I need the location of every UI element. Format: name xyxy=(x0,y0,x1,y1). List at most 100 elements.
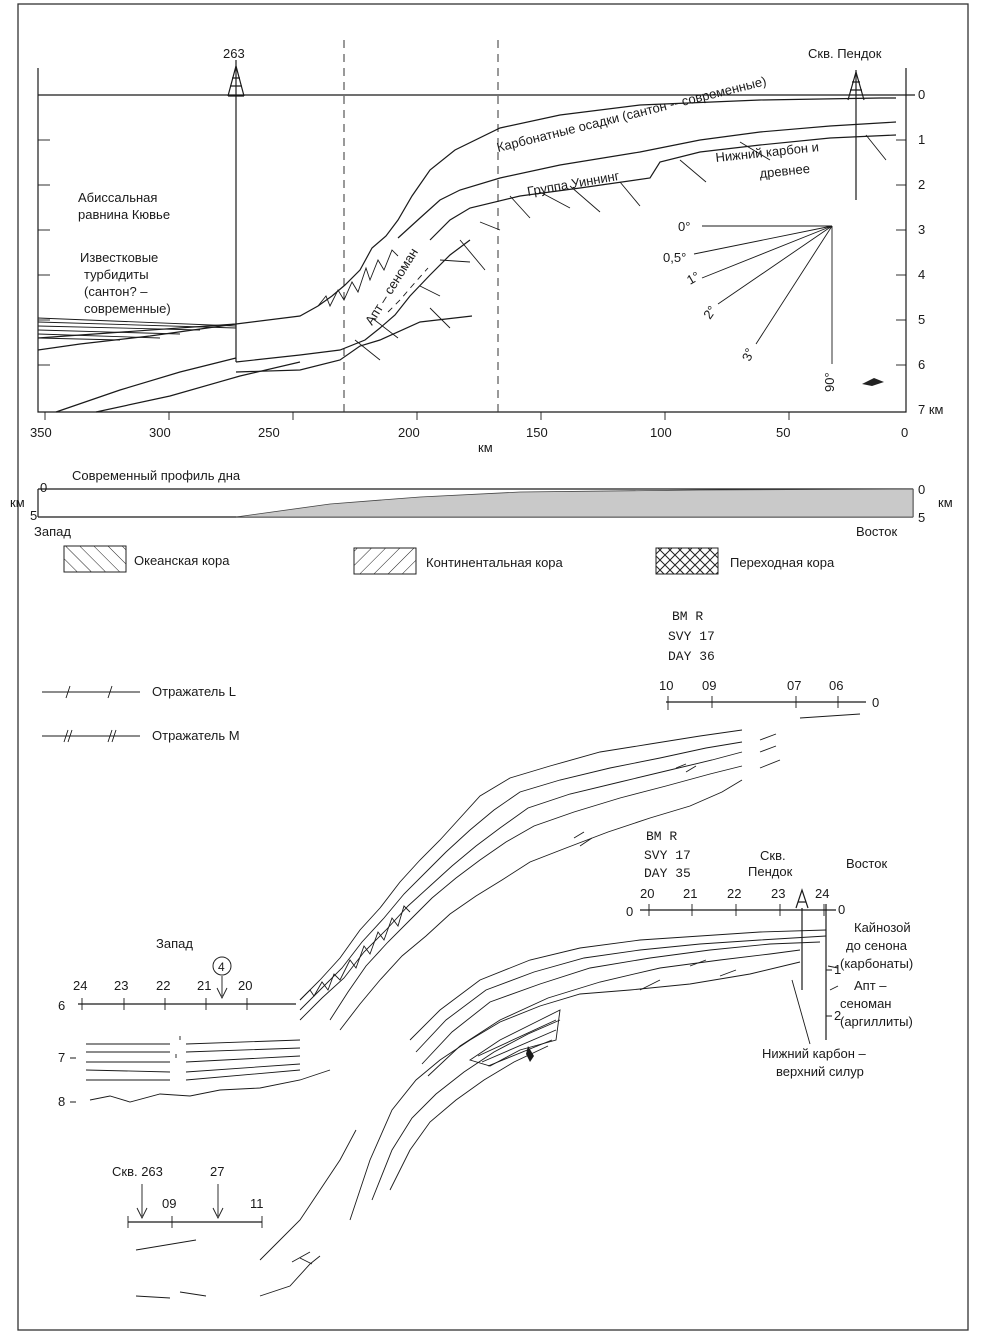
mid-tick: 23 xyxy=(771,886,785,901)
right-scale-label: 1 xyxy=(834,962,841,977)
mid-zero-left: 0 xyxy=(626,904,633,919)
crust-legend: Океанская кора Континентальная кора Пере… xyxy=(63,545,835,575)
legend-transitional: Переходная кора xyxy=(730,555,835,570)
upper-slope-reflectors xyxy=(299,713,861,1031)
bottom-tick: 11 xyxy=(250,1196,264,1211)
seafloor-right-top: 0 xyxy=(918,482,925,497)
reflector-legend: Отражатель L Отражатель M xyxy=(42,684,240,743)
seismic-west: Запад xyxy=(156,936,193,951)
seafloor-west: Запад xyxy=(34,524,71,539)
survey-36-tick: 10 xyxy=(659,678,673,693)
dip-label: 0,5° xyxy=(663,250,686,265)
depth-tick-label: 0 xyxy=(918,87,925,102)
mid-tick: 24 xyxy=(815,886,829,901)
transitional-crust-swatch xyxy=(655,547,719,575)
seafloor-right-unit: км xyxy=(938,495,953,510)
depth-tick-label: 7 км xyxy=(918,402,944,417)
left-reflectors xyxy=(85,1036,331,1103)
right-depth-ticks xyxy=(896,139,906,366)
label-turb-2: турбидиты xyxy=(84,267,149,282)
stratigraphy-lines xyxy=(37,97,897,413)
label-apt-1: Апт – xyxy=(854,978,887,993)
site-4-marker xyxy=(212,956,232,976)
bottom-well: Скв. 263 xyxy=(112,1164,163,1179)
left-tick: 24 xyxy=(73,978,87,993)
well-263-label: 263 xyxy=(223,46,245,61)
seafloor-shelf-fill xyxy=(235,488,914,518)
survey-36-line1: BM R xyxy=(672,609,703,624)
legend-continental: Континентальная кора xyxy=(426,555,564,570)
survey-35-line3: DAY 35 xyxy=(644,866,691,881)
bottom-reflectors xyxy=(135,1239,321,1299)
dip-angle-fan xyxy=(693,225,833,364)
legend-reflector-m: Отражатель M xyxy=(152,728,240,743)
dip-label: 3° xyxy=(739,346,758,363)
continental-crust-swatch xyxy=(353,547,417,575)
label-turb-3: (сантон? – xyxy=(84,284,148,299)
label-plain-1: Абиссальная xyxy=(78,190,157,205)
seafloor-right-bottom: 5 xyxy=(918,510,925,525)
bottom-tick: 09 xyxy=(162,1196,176,1211)
site-4-label: 4 xyxy=(218,960,225,974)
mid-well-1: Скв. xyxy=(760,848,786,863)
legend-oceanic: Океанская кора xyxy=(134,553,230,568)
oceanic-crust-swatch xyxy=(63,545,127,573)
survey-36-tick: 09 xyxy=(702,678,716,693)
survey-36-zero: 0 xyxy=(872,695,879,710)
bottom-tick: 27 xyxy=(210,1164,224,1179)
label-apt-3: (аргиллиты) xyxy=(840,1014,913,1029)
dip-label: 1° xyxy=(684,268,702,287)
depth-tick-label: 3 xyxy=(918,222,925,237)
left-tick: 22 xyxy=(156,978,170,993)
label-cenozoic-3: (карбонаты) xyxy=(840,956,913,971)
label-cenozoic-1: Кайнозой xyxy=(854,920,911,935)
label-lower-1: Нижний карбон – xyxy=(762,1046,867,1061)
well-pendock-label: Скв. Пендок xyxy=(808,46,882,61)
mid-tick: 20 xyxy=(640,886,654,901)
x-tick-label: 200 xyxy=(398,425,420,440)
left-tick: 21 xyxy=(197,978,211,993)
seafloor-left-unit: км xyxy=(10,495,25,510)
dip-label: 2° xyxy=(700,303,719,322)
x-tick-label: 350 xyxy=(30,425,52,440)
pendock-well-icon xyxy=(795,888,809,990)
seafloor-left-top: 0 xyxy=(40,480,47,495)
mid-well-2: Пендок xyxy=(748,864,793,879)
x-tick-label: 150 xyxy=(526,425,548,440)
seafloor-title: Современный профиль дна xyxy=(72,468,241,483)
middle-reflectors xyxy=(259,929,827,1261)
dip-label: 90° xyxy=(822,372,837,392)
x-tick-label: 100 xyxy=(650,425,672,440)
x-axis-ticks xyxy=(44,412,790,420)
mid-tick: 22 xyxy=(727,886,741,901)
survey-36-tick: 06 xyxy=(829,678,843,693)
left-tick: 20 xyxy=(238,978,252,993)
mid-east: Восток xyxy=(846,856,887,871)
label-carbonate: Карбонатные осадки (сантон -- современны… xyxy=(495,73,768,155)
label-cenozoic-2: до сенона xyxy=(846,938,908,953)
depth-tick-label: 6 xyxy=(918,357,925,372)
depth-tick-label: 5 xyxy=(918,312,925,327)
survey-35-line1: BM R xyxy=(646,829,677,844)
seismic-section: BM R SVY 17 DAY 36 10 09 07 06 0 Запад 4… xyxy=(58,609,913,1299)
left-depth: 8 xyxy=(58,1094,65,1109)
seafloor-profile: Современный профиль дна 0 км 5 0 км 5 За… xyxy=(10,468,953,539)
label-turb-4: современные) xyxy=(84,301,171,316)
left-tick: 23 xyxy=(114,978,128,993)
page-frame xyxy=(17,3,969,1331)
x-tick-label: 300 xyxy=(149,425,171,440)
left-depth: 7 xyxy=(58,1050,65,1065)
seafloor-left-bottom: 5 xyxy=(30,508,37,523)
survey-36-line2: SVY 17 xyxy=(668,629,715,644)
label-lower-2: верхний силур xyxy=(776,1064,864,1079)
mid-zero-right: 0 xyxy=(838,902,845,917)
dip-label: 0° xyxy=(678,219,690,234)
x-tick-label: 0 xyxy=(901,425,908,440)
legend-reflector-l: Отражатель L xyxy=(152,684,236,699)
label-winning: Группа Уиннинг xyxy=(526,168,621,199)
label-plain-2: равнина Кювье xyxy=(78,207,170,222)
seafloor-east: Восток xyxy=(856,524,897,539)
cross-section: 0 1 2 3 4 5 6 7 км 350 300 250 200 150 1… xyxy=(30,40,944,455)
x-tick-label: 250 xyxy=(258,425,280,440)
well-263-icon xyxy=(227,60,245,362)
